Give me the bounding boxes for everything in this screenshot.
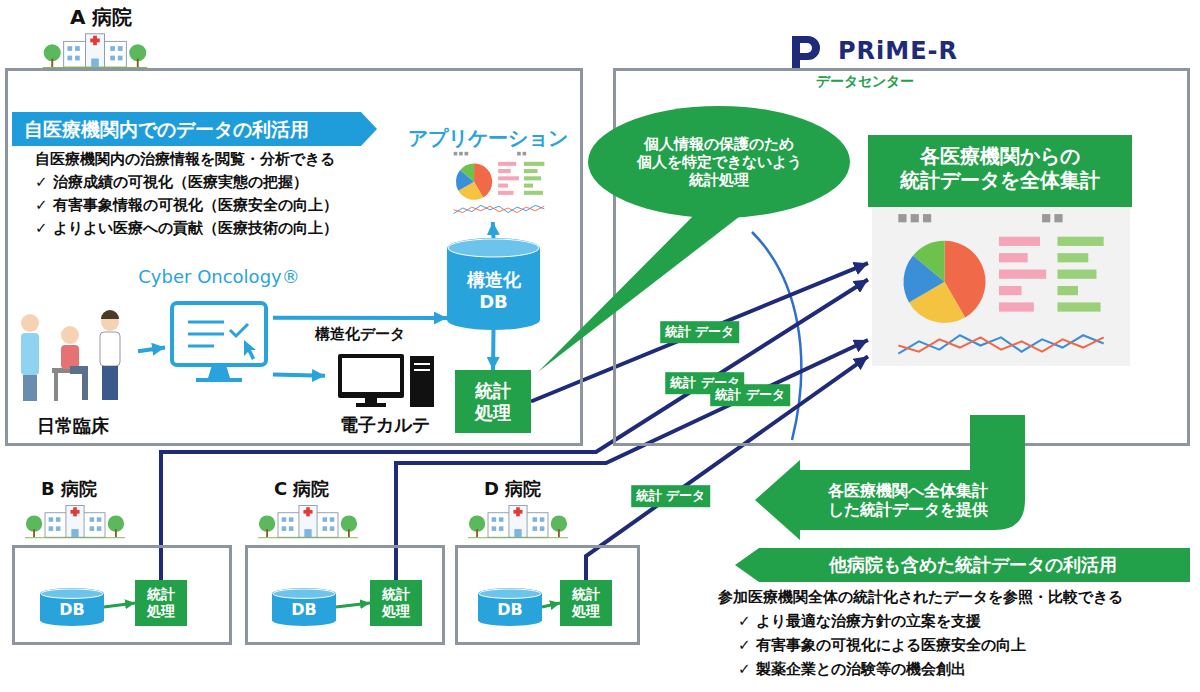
clinic-people	[82, 370, 88, 400]
connector-arrow	[542, 603, 560, 607]
check-item: ✓ 治療成績の可視化（医療実態の把握）	[35, 173, 308, 191]
computer-icon	[356, 403, 386, 407]
prime-r-logo	[792, 36, 820, 68]
monitor-icon	[230, 324, 248, 336]
hospital-icon	[43, 34, 148, 68]
hospital-region: D 病院DB統計 処理	[455, 545, 640, 645]
hospital-region: B 病院DB統計 処理	[12, 545, 232, 645]
node-label: アプリケーション	[408, 126, 568, 150]
clinic-people	[23, 375, 37, 401]
hospital-icon	[468, 505, 568, 537]
node-label: 自医療機関内でのデータの利活用	[24, 118, 309, 141]
clinic-people	[21, 310, 120, 401]
node-label: 統計 処理	[382, 586, 410, 620]
connector-arrow	[491, 330, 496, 370]
prime-r-logo	[792, 36, 820, 68]
connector-arrow	[104, 603, 135, 607]
check-item: ✓ 製薬企業との治験等の機会創出	[738, 660, 966, 678]
clinic-figure: 日常臨床	[8, 305, 138, 437]
prime-r-logo	[800, 43, 812, 53]
heading-label: D 病院	[484, 478, 541, 500]
process-box: 統計 処理	[135, 580, 187, 626]
return-arrow: 各医療機関へ全体集計 した統計データを提供	[755, 415, 1025, 540]
application-chart: アプリケーション	[400, 126, 575, 222]
computer-icon	[342, 358, 400, 392]
node-label: DB	[59, 600, 84, 619]
heading-label: PRiME-R	[834, 37, 962, 66]
node-label: 各医療機関へ全体集計 した統計データを提供	[828, 481, 988, 519]
node-label: 統計 処理	[572, 586, 600, 620]
node-label: 日常臨床	[37, 415, 109, 437]
edge-label: 構造化データ	[312, 325, 408, 343]
database-cylinder: 構造化 DB	[447, 238, 540, 330]
note-text: 自医療機関内の治療情報を閲覧・分析できる	[35, 150, 335, 168]
process-box: 統計 処理	[560, 580, 612, 626]
hospital-region: C 病院DB統計 処理	[245, 545, 445, 645]
speech-bubble: 個人情報の保護のため 個人を特定できないよう 統計処理	[588, 106, 850, 218]
computer-icon	[338, 354, 404, 398]
node-label: 構造化 DB	[467, 269, 521, 312]
connector-arrow	[273, 375, 325, 376]
connector-arrow	[273, 316, 447, 320]
node-label: 統計 処理	[475, 380, 511, 423]
aggregate-box: 各医療機関からの 統計データを全体集計	[868, 135, 1132, 368]
node-label: DB	[497, 600, 522, 619]
connector-arrow	[396, 340, 868, 580]
clinic-people	[21, 333, 39, 375]
computer-icon	[338, 354, 434, 407]
clinic-people	[100, 332, 120, 366]
hospital-icon	[25, 505, 125, 537]
monitor-box: Cyber Oncology®	[165, 298, 273, 388]
heading-label: B 病院	[41, 478, 97, 500]
monitor-icon	[172, 303, 266, 365]
clinic-people	[21, 314, 39, 332]
clinic-people	[102, 366, 118, 400]
check-item: ✓ 有害事象情報の可視化（医療安全の向上）	[35, 196, 338, 214]
database-cylinder: DB	[272, 588, 336, 626]
process-box: 統計 処理	[455, 370, 531, 433]
heading-label: データセンター	[816, 73, 914, 90]
node-label: 統計 処理	[147, 586, 175, 620]
connector-arrow	[336, 603, 370, 607]
monitor-icon	[188, 322, 224, 346]
computer-figure: 電子カルテ	[325, 350, 445, 436]
monitor-icon	[208, 365, 230, 378]
heading-label: C 病院	[274, 478, 329, 500]
node-label: 他病院も含めた統計データの利活用	[829, 554, 1117, 576]
monitor-icon	[196, 378, 242, 382]
heading-label: Cyber Oncology®	[138, 266, 299, 288]
clinic-people	[61, 345, 79, 369]
node-label: 個人情報の保護のため 個人を特定できないよう 統計処理	[637, 135, 802, 189]
node-label: DB	[291, 600, 316, 619]
node-label: 各医療機関からの 統計データを全体集計	[900, 144, 1100, 192]
clinic-people	[54, 373, 58, 401]
database-cylinder: DB	[478, 588, 542, 626]
computer-icon	[414, 364, 430, 370]
note-text: 参加医療機関全体の統計化されたデータを参照・比較できる	[718, 588, 1123, 606]
edge-label: 統計 データ	[660, 322, 740, 344]
edge-label: 統計 データ	[710, 385, 790, 407]
banner: 自医療機関内でのデータの利活用	[12, 112, 377, 146]
check-item: ✓ 有害事象の可視化による医療安全の向上	[738, 636, 1026, 654]
monitor-icon	[172, 303, 266, 382]
database-cylinder: DB	[40, 588, 104, 626]
chart-image	[454, 152, 545, 214]
monitor-icon	[244, 340, 256, 360]
edge-label: 統計 データ	[631, 485, 711, 507]
clinic-people	[61, 326, 79, 344]
clinic-people	[101, 310, 119, 319]
hospital-icon	[258, 505, 358, 537]
connector-arrow	[491, 222, 496, 238]
check-item: ✓ より最適な治療方針の立案を支援	[738, 612, 981, 630]
check-item: ✓ よりよい医療への貢献（医療技術の向上）	[35, 219, 338, 237]
computer-icon	[410, 356, 434, 407]
arrow-band: 他病院も含めた統計データの利活用	[735, 548, 1190, 582]
process-box: 統計 処理	[370, 580, 422, 626]
hospital-region: A 病院自医療機関内でのデータの利活用アプリケーションCyber Oncolog…	[5, 68, 583, 446]
connector-arrow	[138, 348, 165, 352]
node-label: 電子カルテ	[340, 414, 430, 436]
return-arrow-shape	[755, 415, 1025, 540]
heading-label: A 病院	[70, 5, 132, 29]
